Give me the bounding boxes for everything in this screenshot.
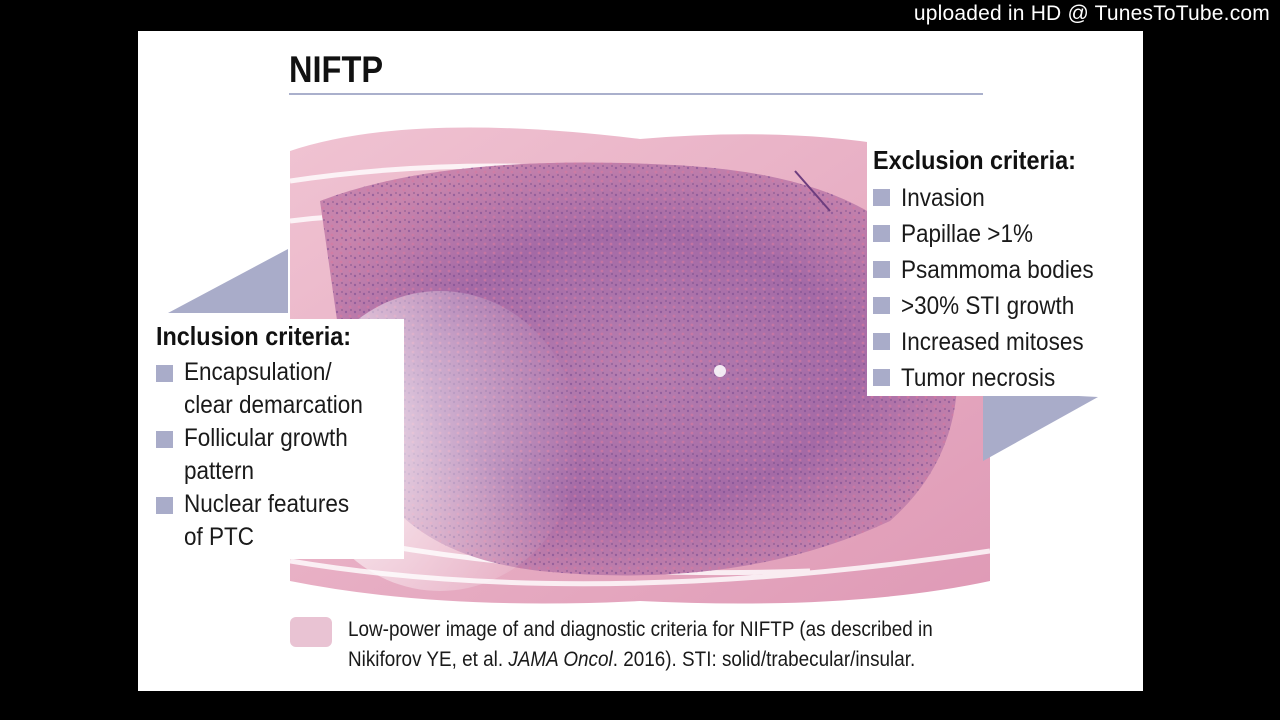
list-item: Papillae >1% bbox=[873, 216, 1129, 252]
square-bullet-icon bbox=[873, 261, 890, 278]
list-item: Tumor necrosis bbox=[873, 360, 1129, 396]
title-divider bbox=[289, 93, 983, 95]
square-bullet-icon bbox=[873, 333, 890, 350]
square-bullet-icon bbox=[156, 365, 173, 382]
exclusion-list: Invasion Papillae >1% Psammoma bodies >3… bbox=[873, 180, 1129, 396]
caption-line-2-end: . 2016). STI: solid/trabecular/insular. bbox=[612, 648, 916, 671]
exclusion-criteria-box: Exclusion criteria: Invasion Papillae >1… bbox=[867, 141, 1129, 396]
list-item: >30% STI growth bbox=[873, 288, 1129, 324]
square-bullet-icon bbox=[156, 497, 173, 514]
figure-caption: Low-power image of and diagnostic criter… bbox=[348, 615, 933, 675]
inclusion-list: Encapsulation/clear demarcation Follicul… bbox=[156, 356, 404, 554]
square-bullet-icon bbox=[873, 297, 890, 314]
list-item: Invasion bbox=[873, 180, 1129, 216]
list-item: Psammoma bodies bbox=[873, 252, 1129, 288]
list-item: Increased mitoses bbox=[873, 324, 1129, 360]
caption-journal: JAMA Oncol bbox=[508, 648, 613, 671]
square-bullet-icon bbox=[156, 431, 173, 448]
slide: NIFTP bbox=[138, 31, 1143, 691]
square-bullet-icon bbox=[873, 369, 890, 386]
watermark-text: uploaded in HD @ TunesToTube.com bbox=[913, 2, 1270, 25]
pointer-wedges bbox=[168, 249, 1098, 461]
square-bullet-icon bbox=[873, 189, 890, 206]
inclusion-heading: Inclusion criteria: bbox=[156, 321, 352, 351]
square-bullet-icon bbox=[873, 225, 890, 242]
slide-title: NIFTP bbox=[289, 49, 384, 90]
list-item: Encapsulation/clear demarcation bbox=[156, 356, 404, 422]
caption-thumbnail bbox=[290, 617, 332, 647]
caption-line-2-start: Nikiforov YE, et al. bbox=[348, 648, 509, 671]
inclusion-criteria-box: Inclusion criteria: Encapsulation/clear … bbox=[156, 319, 404, 559]
exclusion-heading: Exclusion criteria: bbox=[873, 145, 1076, 175]
caption-line-1: Low-power image of and diagnostic criter… bbox=[348, 618, 933, 641]
